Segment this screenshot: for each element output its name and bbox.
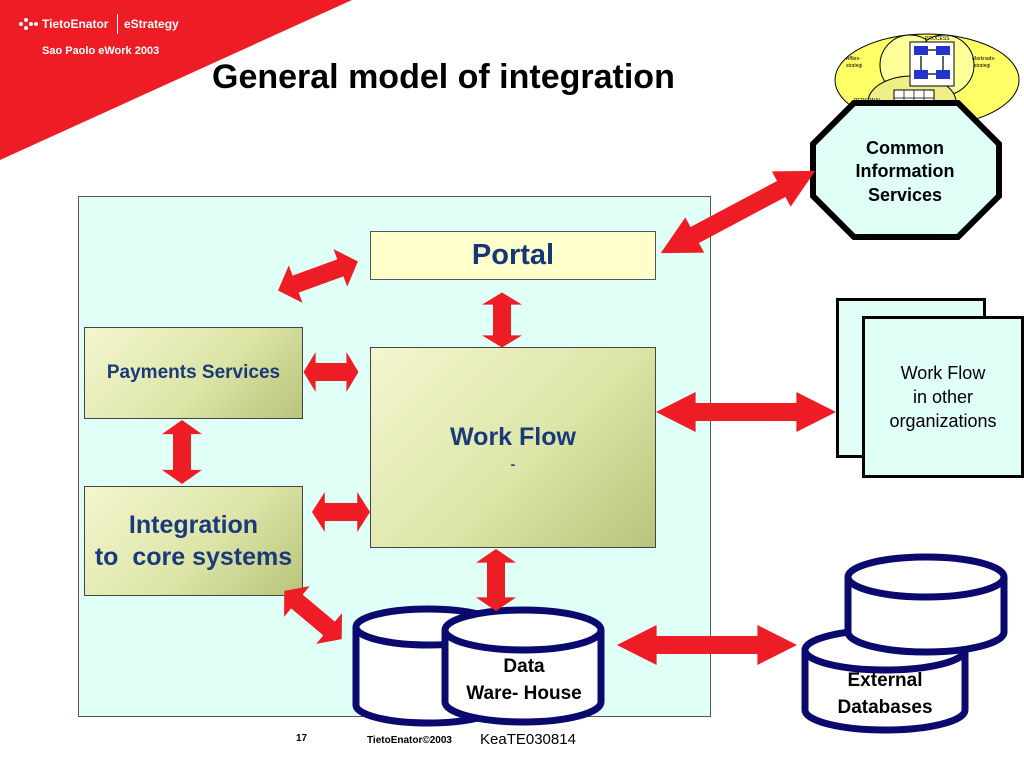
wf-other-line-3: organizations bbox=[889, 411, 997, 432]
page-title: General model of integration bbox=[212, 58, 675, 96]
ext-line-2: Databases bbox=[837, 696, 933, 718]
cis-line-3: Services bbox=[867, 184, 943, 205]
arrow-workflow-datawarehouse bbox=[476, 549, 516, 611]
dw-line-1: Data bbox=[503, 656, 545, 677]
datawarehouse-label: Data Ware- House bbox=[444, 654, 604, 707]
datawarehouse-front-cylinder bbox=[441, 630, 605, 726]
ext-line-1: External bbox=[847, 670, 923, 691]
logo-process-label: PROCESS bbox=[925, 36, 950, 42]
portal-label: Portal bbox=[471, 239, 555, 271]
arrow-workflow-other-orgs bbox=[656, 392, 836, 432]
common-information-services-shape bbox=[810, 100, 1002, 240]
slide-number: 17 bbox=[296, 733, 308, 744]
workflow-box: Work Flow - bbox=[370, 347, 656, 548]
cis-line-1: Common bbox=[866, 138, 944, 158]
payments-services-box: Payments Services bbox=[84, 327, 303, 419]
dw-line-2: Ware- House bbox=[466, 682, 582, 704]
logo-right-label-1: Marknads- bbox=[972, 56, 996, 62]
arrow-portal-workflow bbox=[482, 292, 522, 348]
company-logo-icon bbox=[18, 16, 40, 37]
brand-divider bbox=[117, 14, 118, 34]
copyright-text: TietoEnator©2003 bbox=[367, 735, 452, 746]
portal-box: Portal bbox=[370, 231, 656, 280]
integration-label-line1: Integration bbox=[128, 510, 259, 539]
arrow-datawarehouse-external bbox=[617, 625, 797, 665]
product-name: eStrategy bbox=[124, 17, 179, 31]
arrow-payments-integration bbox=[162, 420, 202, 484]
logo-left-label-1: Affärs- bbox=[846, 56, 861, 62]
arrow-payments-workflow bbox=[303, 352, 359, 392]
arrow-integration-workflow bbox=[312, 492, 370, 532]
arrow-portal-common-info bbox=[651, 153, 825, 271]
integration-label-line2: to core systems bbox=[94, 543, 293, 571]
logo-right-label-2: strategi bbox=[974, 63, 990, 69]
wf-other-line-1: Work Flow bbox=[900, 362, 986, 383]
arrow-integration-datawarehouse bbox=[271, 575, 355, 655]
common-information-services-label: Common Information Services bbox=[810, 137, 1000, 207]
external-databases-label: External Databases bbox=[806, 668, 964, 721]
event-name: Sao Paolo eWork 2003 bbox=[42, 45, 160, 57]
arrow-portal-payments bbox=[271, 242, 365, 310]
wf-other-line-2: in other bbox=[912, 386, 974, 407]
strategy-logo: PROCESS Affärs- strategi Marknads- strat… bbox=[834, 33, 1020, 129]
company-name: TietoEnator bbox=[42, 17, 109, 31]
reference-code: KeaTE030814 bbox=[480, 731, 576, 748]
payments-label: Payments Services bbox=[106, 362, 281, 383]
workflow-label: Work Flow bbox=[450, 423, 576, 451]
logo-left-label-2: strategi bbox=[846, 63, 862, 69]
integration-box: Integration to core systems bbox=[84, 486, 303, 596]
workflow-dash: - bbox=[510, 456, 516, 472]
cis-line-2: Information bbox=[855, 161, 955, 182]
workflow-other-organizations-box: Work Flow in other organizations bbox=[862, 316, 1024, 478]
